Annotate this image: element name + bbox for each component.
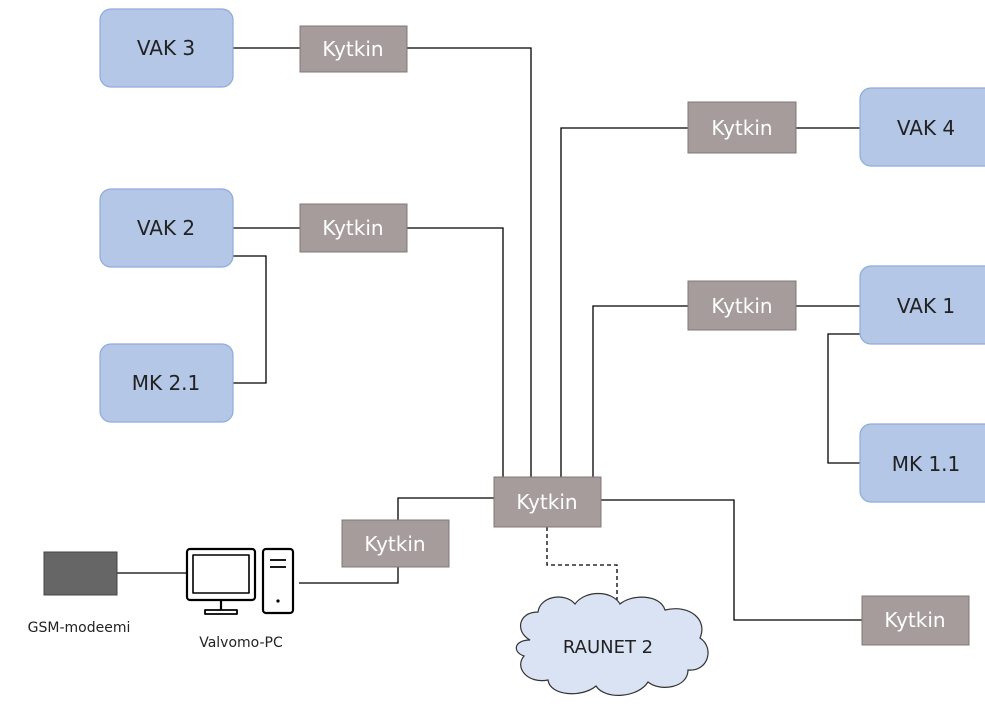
switch-vak1-label: Kytkin [711, 294, 772, 318]
node-vak1[interactable]: VAK 1 [859, 265, 985, 345]
gsm-modem[interactable] [43, 551, 118, 596]
link-pcswitch-pc [299, 567, 399, 584]
node-vak3[interactable]: VAK 3 [99, 8, 234, 88]
node-mk11-label: MK 1.1 [892, 452, 961, 476]
switch-vak4[interactable]: Kytkin [687, 101, 797, 154]
link-center-cloud [546, 527, 618, 602]
link-switch-vak4-center [560, 127, 688, 477]
node-vak2[interactable]: VAK 2 [99, 188, 234, 268]
node-vak1-label: VAK 1 [897, 294, 955, 318]
computer-icon[interactable] [185, 547, 295, 615]
cloud-raunet-label: RAUNET 2 [563, 637, 653, 658]
switch-vak3[interactable]: Kytkin [299, 25, 408, 73]
node-vak3-label: VAK 3 [137, 36, 195, 60]
switch-right-label: Kytkin [884, 608, 945, 632]
gsm-modem-label: GSM-modeemi [28, 620, 131, 636]
connection-lines [117, 47, 862, 621]
pc-label: Valvomo-PC [199, 635, 283, 651]
switch-right[interactable]: Kytkin [861, 595, 970, 646]
link-center-pcswitch [397, 497, 494, 520]
link-vak1-mk11 [827, 333, 862, 464]
node-mk21[interactable]: MK 2.1 [99, 343, 234, 423]
cloud-raunet[interactable]: RAUNET 2 [515, 592, 709, 696]
link-vak2-mk21 [233, 255, 267, 384]
switch-vak1[interactable]: Kytkin [687, 280, 797, 331]
switch-center[interactable]: Kytkin [493, 476, 602, 528]
link-switch-vak3-center [407, 47, 532, 477]
node-vak2-label: VAK 2 [137, 216, 195, 240]
link-center-rightswitch [601, 499, 862, 621]
node-mk11[interactable]: MK 1.1 [859, 423, 985, 503]
node-mk21-label: MK 2.1 [132, 371, 201, 395]
switch-vak2-label: Kytkin [322, 216, 383, 240]
switch-pc[interactable]: Kytkin [341, 519, 450, 568]
node-vak4[interactable]: VAK 4 [859, 87, 985, 167]
link-switch-vak2-center [407, 227, 504, 477]
node-vak4-label: VAK 4 [897, 116, 955, 140]
link-switch-vak1-center [592, 305, 688, 477]
switch-vak3-label: Kytkin [322, 37, 383, 61]
switch-center-label: Kytkin [516, 490, 577, 514]
switch-vak2[interactable]: Kytkin [299, 203, 408, 253]
switch-pc-label: Kytkin [364, 532, 425, 556]
switch-vak4-label: Kytkin [711, 116, 772, 140]
